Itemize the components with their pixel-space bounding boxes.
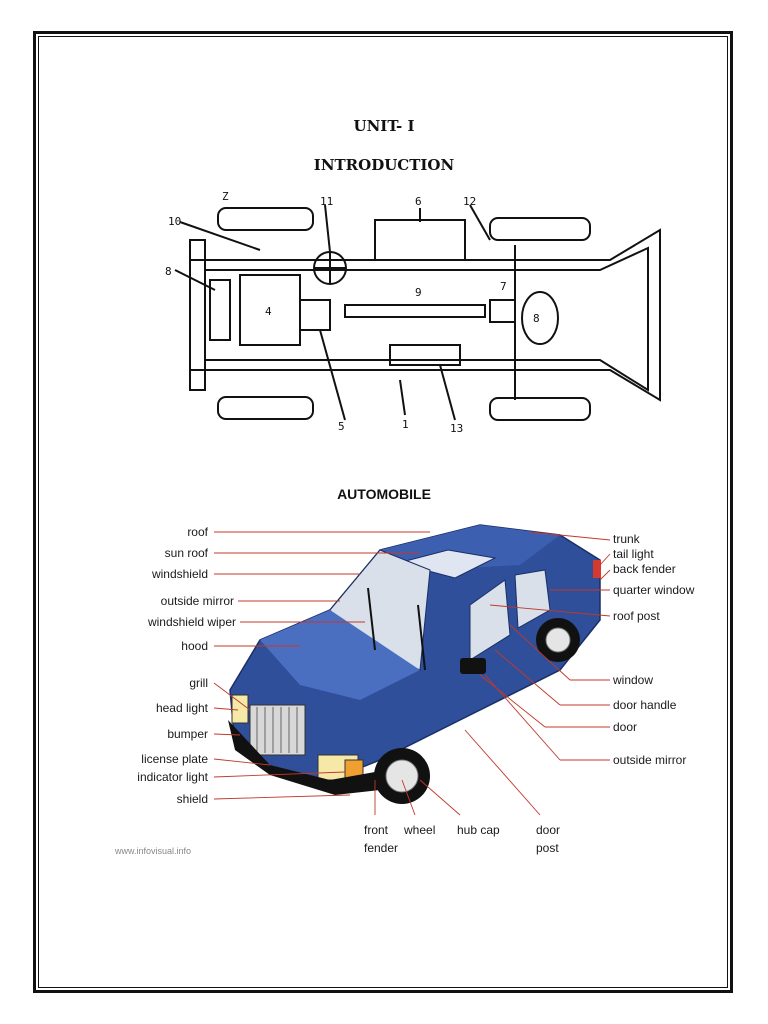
page-border-inner [38, 36, 728, 988]
chassis-number: 1 [402, 418, 409, 431]
chassis-number: 5 [338, 420, 345, 433]
chassis-number: 11 [320, 195, 333, 208]
label-door: door [613, 720, 637, 734]
label-head-light: head light [156, 701, 209, 715]
label-windshield: windshield [151, 567, 208, 581]
label-license-plate: license plate [141, 752, 208, 766]
unit-title: UNIT- I [353, 117, 415, 135]
label-roof: roof [187, 525, 208, 539]
label-quarter-window: quarter window [613, 583, 695, 597]
label-windshield-wiper: windshield wiper [147, 615, 236, 629]
label-door-bottom: door [536, 823, 560, 837]
image-credit: www.infovisual.info [114, 846, 191, 856]
label-outside-mirror-right: outside mirror [613, 753, 686, 767]
label-roof-post: roof post [613, 609, 660, 623]
chassis-number: 6 [415, 195, 422, 208]
chassis-diagram: Z 11 6 12 10 8 4 9 7 8 5 1 13 [165, 190, 661, 435]
label-tail-light: tail light [613, 547, 654, 561]
label-shield: shield [177, 792, 208, 806]
chassis-number: 8 [165, 265, 172, 278]
label-post: post [536, 841, 559, 855]
label-outside-mirror-left: outside mirror [161, 594, 234, 608]
label-trunk: trunk [613, 532, 641, 546]
label-hood: hood [181, 639, 208, 653]
label-wheel: wheel [403, 823, 435, 837]
label-front: front [364, 823, 389, 837]
car-illustration [228, 524, 601, 804]
intro-title: INTRODUCTION [313, 156, 455, 174]
chassis-number: 13 [450, 422, 463, 435]
chassis-number: 10 [168, 215, 181, 228]
chassis-number: 8 [533, 312, 540, 325]
label-bumper: bumper [167, 727, 208, 741]
label-hub-cap: hub cap [457, 823, 500, 837]
chassis-number: 4 [265, 305, 272, 318]
chassis-number: 9 [415, 286, 422, 299]
page-border-outer [33, 31, 733, 993]
label-indicator-light: indicator light [137, 770, 208, 784]
label-fender: fender [364, 841, 398, 855]
chassis-number: 7 [500, 280, 507, 293]
chassis-number: 12 [463, 195, 476, 208]
label-back-fender: back fender [613, 562, 676, 576]
label-window: window [612, 673, 653, 687]
label-door-handle: door handle [613, 698, 677, 712]
label-grill: grill [189, 676, 208, 690]
chassis-number: Z [222, 190, 229, 203]
automobile-title: AUTOMOBILE [337, 486, 431, 502]
label-sun-roof: sun roof [165, 546, 209, 560]
automobile-diagram: roof sun roof windshield outside mirror … [114, 524, 695, 856]
